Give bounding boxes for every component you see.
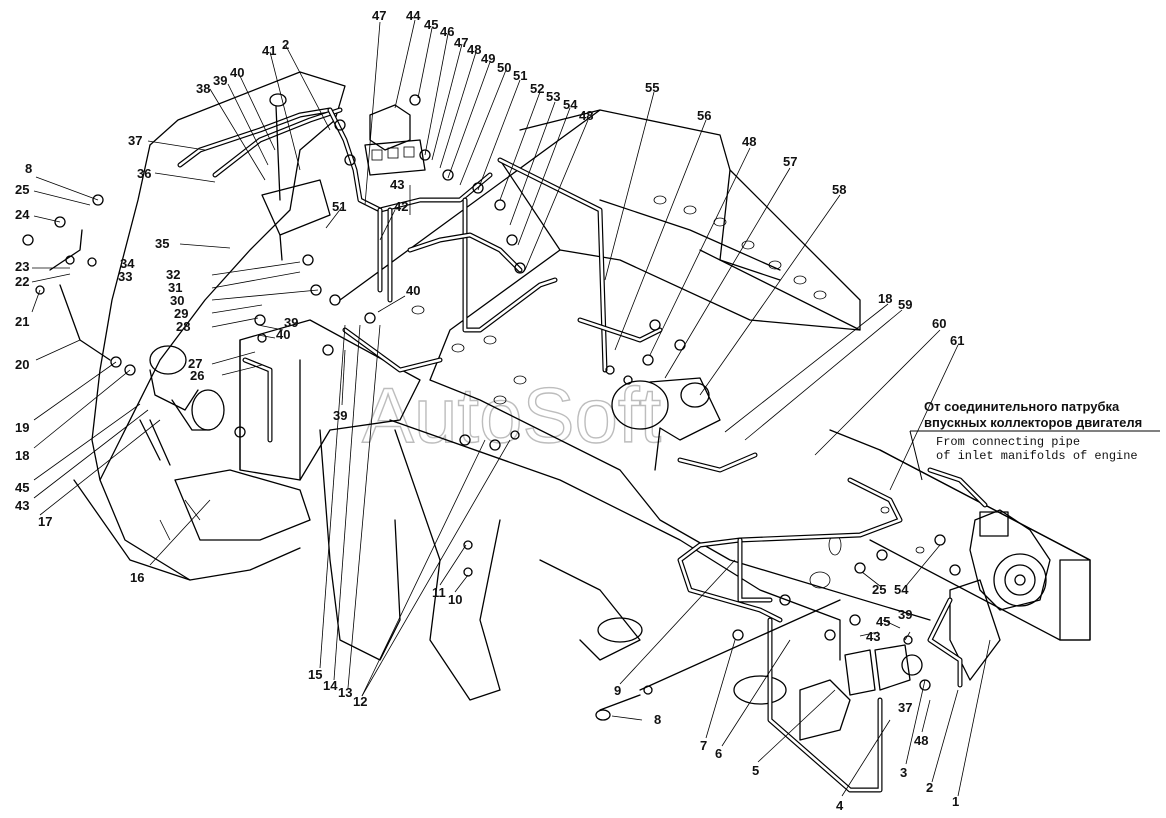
callout-61: 61 [950, 333, 964, 348]
callout-21: 21 [15, 314, 29, 329]
callout-4: 4 [836, 798, 844, 813]
callout-7: 7 [700, 738, 707, 753]
callout-14: 14 [323, 678, 338, 693]
callout-45b: 45 [424, 17, 438, 32]
callout-24: 24 [15, 207, 30, 222]
callout-labels: 8 25 24 23 22 21 20 19 18 45 43 17 16 34… [15, 8, 964, 813]
callout-45c: 45 [876, 614, 890, 629]
callout-20: 20 [15, 357, 29, 372]
callout-8b: 8 [654, 712, 661, 727]
callout-43: 43 [15, 498, 29, 513]
callout-26: 26 [190, 368, 204, 383]
callout-2: 2 [282, 37, 289, 52]
callout-43c: 43 [866, 629, 880, 644]
callout-55: 55 [645, 80, 659, 95]
callout-41: 41 [262, 43, 276, 58]
callout-34: 34 [120, 256, 135, 271]
callout-48c: 48 [742, 134, 756, 149]
callout-32: 32 [166, 267, 180, 282]
callout-10: 10 [448, 592, 462, 607]
callout-45: 45 [15, 480, 29, 495]
callout-30: 30 [170, 293, 184, 308]
callout-49: 49 [481, 51, 495, 66]
callout-35: 35 [155, 236, 169, 251]
components [22, 93, 1051, 721]
protection-valve [844, 644, 923, 696]
callout-18: 18 [15, 448, 29, 463]
callout-47b: 47 [454, 35, 468, 50]
callout-16: 16 [130, 570, 144, 585]
callout-18b: 18 [878, 291, 892, 306]
watermark: AutoSoft [362, 371, 662, 459]
callout-46: 46 [440, 24, 454, 39]
callout-48b: 48 [579, 108, 593, 123]
callout-60: 60 [932, 316, 946, 331]
leader-lines [31, 19, 991, 797]
callout-37: 37 [128, 133, 142, 148]
callout-59: 59 [898, 297, 912, 312]
callout-27: 27 [188, 356, 202, 371]
callout-48: 48 [467, 42, 481, 57]
callout-33: 33 [118, 269, 132, 284]
callout-43b: 43 [390, 177, 404, 192]
callout-9: 9 [614, 683, 621, 698]
callout-22: 22 [15, 274, 29, 289]
callout-53: 53 [546, 89, 560, 104]
callout-54b: 54 [894, 582, 909, 597]
callout-17: 17 [38, 514, 52, 529]
valve-block [364, 104, 426, 176]
callout-36: 36 [137, 166, 151, 181]
callout-3: 3 [900, 765, 907, 780]
annotation-ru-line1: От соединительного патрубка [924, 399, 1120, 414]
callout-40b: 40 [406, 283, 420, 298]
callout-56: 56 [697, 108, 711, 123]
callout-6: 6 [715, 746, 722, 761]
callout-48d: 48 [914, 733, 928, 748]
callout-39: 39 [213, 73, 227, 88]
callout-31: 31 [168, 280, 182, 295]
callout-1: 1 [952, 794, 959, 809]
callout-58: 58 [832, 182, 846, 197]
callout-29: 29 [174, 306, 188, 321]
callout-44: 44 [406, 8, 421, 23]
annotation-ru-line2: впускных коллекторов двигателя [924, 415, 1142, 430]
callout-12: 12 [353, 694, 367, 709]
callout-57: 57 [783, 154, 797, 169]
center-tank [611, 377, 721, 471]
compressor [969, 509, 1051, 611]
callout-8: 8 [25, 161, 32, 176]
callout-50: 50 [497, 60, 511, 75]
callout-39b: 39 [284, 315, 298, 330]
callout-37b: 37 [898, 700, 912, 715]
callout-19: 19 [15, 420, 29, 435]
callout-40c: 40 [276, 327, 290, 342]
vehicle-frame [73, 71, 1091, 741]
callout-13: 13 [338, 685, 352, 700]
callout-39c: 39 [333, 408, 347, 423]
callout-54: 54 [563, 97, 578, 112]
callout-39d: 39 [898, 607, 912, 622]
callout-23: 23 [15, 259, 29, 274]
source-annotation: От соединительного патрубка впускных кол… [909, 399, 1160, 481]
callout-25b: 25 [872, 582, 886, 597]
callout-25: 25 [15, 182, 29, 197]
control-lever [261, 93, 331, 261]
callout-51b: 51 [332, 199, 346, 214]
callout-52: 52 [530, 81, 544, 96]
annotation-en-line2: of inlet manifolds of engine [936, 449, 1138, 463]
callout-40: 40 [230, 65, 244, 80]
callout-5: 5 [752, 763, 759, 778]
callout-47: 47 [372, 8, 386, 23]
callout-15: 15 [308, 667, 322, 682]
callout-51: 51 [513, 68, 527, 83]
callout-28: 28 [176, 319, 190, 334]
annotation-en-line1: From connecting pipe [936, 435, 1080, 449]
callout-42: 42 [394, 199, 408, 214]
air-filter [139, 345, 225, 466]
callout-2b: 2 [926, 780, 933, 795]
callout-38: 38 [196, 81, 210, 96]
pipe-network [49, 107, 988, 793]
callout-11: 11 [432, 585, 446, 600]
